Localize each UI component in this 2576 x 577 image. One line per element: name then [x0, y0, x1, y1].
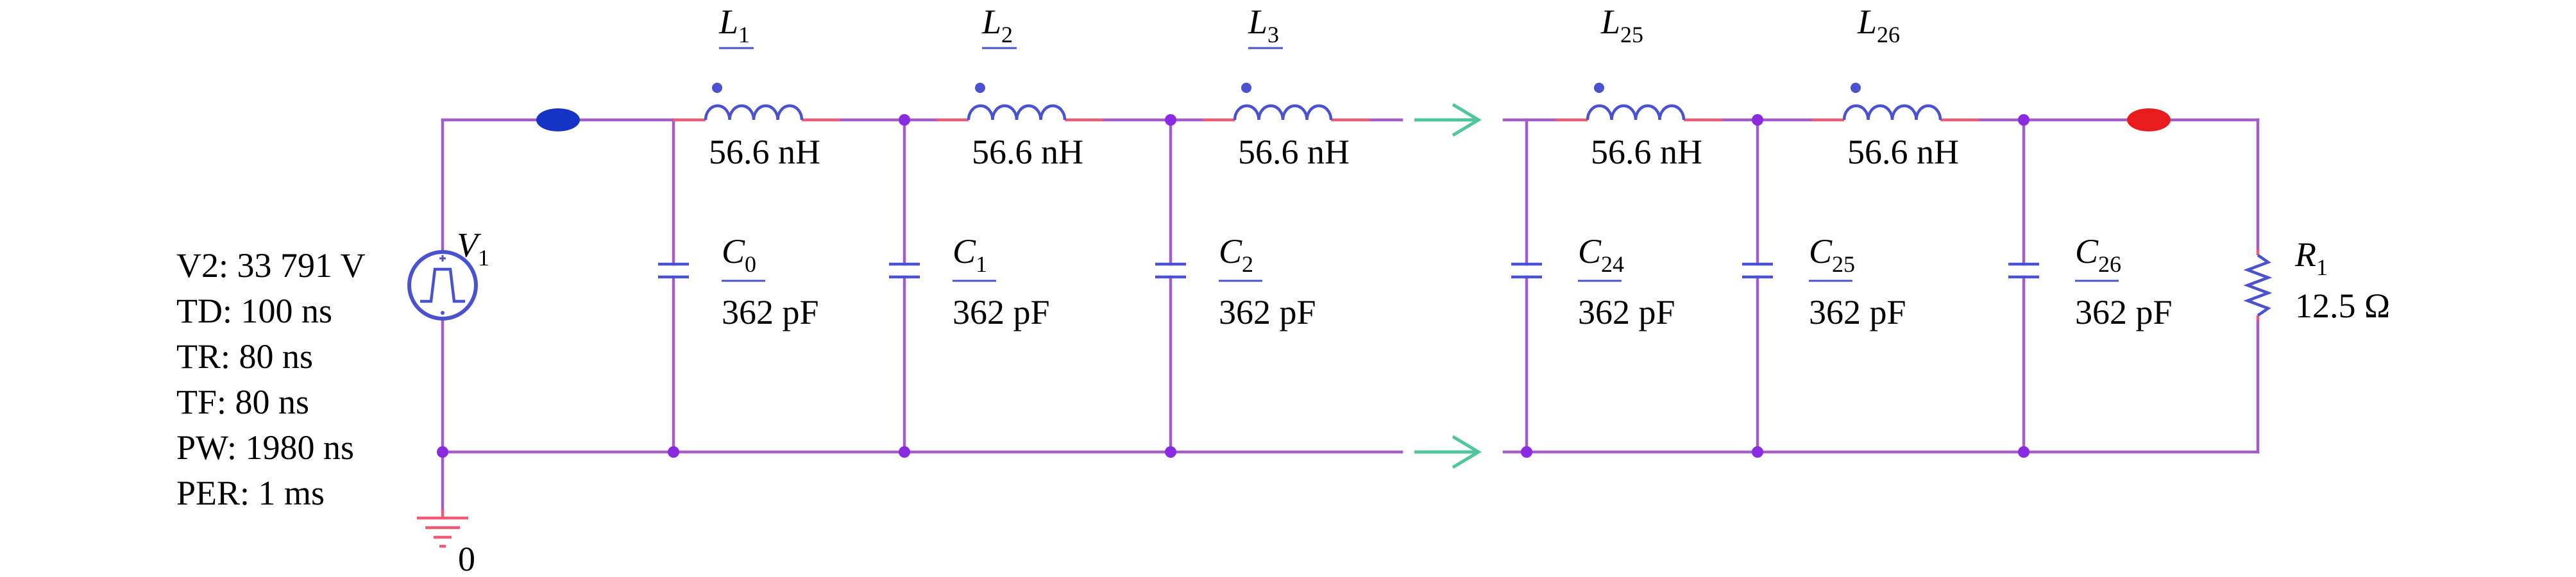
- junction-node: [437, 446, 448, 458]
- junction-node: [2018, 114, 2029, 126]
- resistor-name-label: R1: [2294, 235, 2328, 280]
- polarity-dot-icon: [712, 83, 722, 93]
- inductor-name-label: L25: [1600, 3, 1643, 47]
- source-param-tf: TF: 80 ns: [176, 383, 309, 421]
- capacitor-value-label: 362 pF: [722, 293, 819, 331]
- inductor-value-label: 56.6 nH: [1591, 133, 1702, 171]
- source-plus-marker: [439, 255, 446, 262]
- capacitor-0[interactable]: [658, 262, 689, 279]
- junction-node: [668, 446, 679, 458]
- input-voltage-probe-marker[interactable]: [536, 108, 580, 131]
- polarity-dot-icon: [1851, 83, 1861, 93]
- junction-node: [1752, 114, 1763, 126]
- capacitor-value-label: 362 pF: [953, 293, 1050, 331]
- source-param-pw: PW: 1980 ns: [176, 428, 354, 467]
- wiring: [441, 118, 2260, 512]
- junction-node: [1752, 446, 1763, 458]
- capacitor-25[interactable]: [1742, 262, 1773, 279]
- capacitor-value-label: 362 pF: [1809, 293, 1906, 331]
- inductor-coil: [967, 104, 1067, 121]
- capacitor-name-label: C1: [953, 232, 987, 277]
- inductor-value-label: 56.6 nH: [709, 133, 820, 171]
- capacitor-value-label: 362 pF: [1578, 293, 1675, 331]
- capacitors: C0 362 pF C1 362 pF C2 362 pF C24 362 pF C25 362 …: [658, 232, 2173, 331]
- resistor-value-label: 12.5 Ω: [2295, 287, 2390, 325]
- inductor-coil: [704, 104, 804, 121]
- continuation-arrows: [1414, 103, 1482, 469]
- inductor-2[interactable]: [936, 83, 1103, 122]
- junction-node: [899, 114, 910, 126]
- resistor-zigzag: [2243, 254, 2273, 317]
- junction-node: [1165, 114, 1176, 126]
- source-parameters: V2: 33 791 V TD: 100 ns TR: 80 ns TF: 80…: [176, 246, 366, 512]
- junction-node: [1521, 446, 1532, 458]
- inductor-name-label: L1: [718, 3, 750, 47]
- pulse-waveform-icon: [420, 267, 465, 303]
- junction-node: [2018, 446, 2029, 458]
- capacitor-name-label: C25: [1809, 232, 1855, 277]
- inductor-3[interactable]: [1203, 83, 1369, 122]
- inductor-name-label: L26: [1857, 3, 1900, 47]
- source-label: V1: [457, 226, 489, 271]
- capacitor-name-label: C26: [2075, 232, 2121, 277]
- capacitor-26[interactable]: [2008, 262, 2039, 279]
- inductor-value-label: 56.6 nH: [972, 133, 1083, 171]
- inductor-name-label: L3: [1248, 3, 1279, 47]
- junction-node: [899, 446, 910, 458]
- junction-node: [1165, 446, 1176, 458]
- inductor-26[interactable]: [1812, 83, 1979, 122]
- polarity-dot-icon: [1241, 83, 1251, 93]
- inductor-coil: [1233, 104, 1333, 121]
- source-param-per: PER: 1 ms: [176, 474, 325, 512]
- capacitor-name-label: C0: [722, 232, 756, 277]
- inductor-value-label: 56.6 nH: [1238, 133, 1350, 171]
- source-param-td: TD: 100 ns: [176, 292, 332, 330]
- load-resistor[interactable]: [2243, 250, 2273, 321]
- continuation-arrow-top: [1414, 103, 1482, 137]
- continuation-arrow-bottom: [1414, 435, 1482, 469]
- inductor-25[interactable]: [1555, 83, 1722, 122]
- capacitor-2[interactable]: [1155, 262, 1186, 279]
- output-voltage-probe-marker[interactable]: [2127, 108, 2171, 131]
- ground-symbol: [417, 510, 468, 548]
- junction-nodes: [437, 114, 2029, 458]
- capacitor-1[interactable]: [889, 262, 920, 279]
- source-minus-marker: [441, 311, 445, 315]
- pulse-voltage-source[interactable]: [407, 250, 478, 321]
- capacitor-value-label: 362 pF: [1219, 293, 1316, 331]
- capacitor-24[interactable]: [1511, 262, 1542, 279]
- source-param-v2: V2: 33 791 V: [176, 246, 366, 285]
- polarity-dot-icon: [975, 83, 985, 93]
- inductor-coil: [1842, 104, 1942, 121]
- capacitor-name-label: C24: [1578, 232, 1624, 277]
- inductor-coil: [1586, 104, 1686, 121]
- polarity-dot-icon: [1594, 83, 1604, 93]
- capacitor-name-label: C2: [1219, 232, 1253, 277]
- inductor-value-label: 56.6 nH: [1847, 133, 1959, 171]
- ground-node-label: 0: [458, 540, 475, 577]
- source-param-tr: TR: 80 ns: [176, 337, 313, 376]
- inductors: L1 56.6 nH L2 56.6 nH L3 56.6 nH L25 56.6 nH L26…: [674, 3, 1979, 171]
- inductor-name-label: L2: [981, 3, 1013, 47]
- inductor-1[interactable]: [674, 83, 840, 122]
- capacitor-value-label: 362 pF: [2075, 293, 2173, 331]
